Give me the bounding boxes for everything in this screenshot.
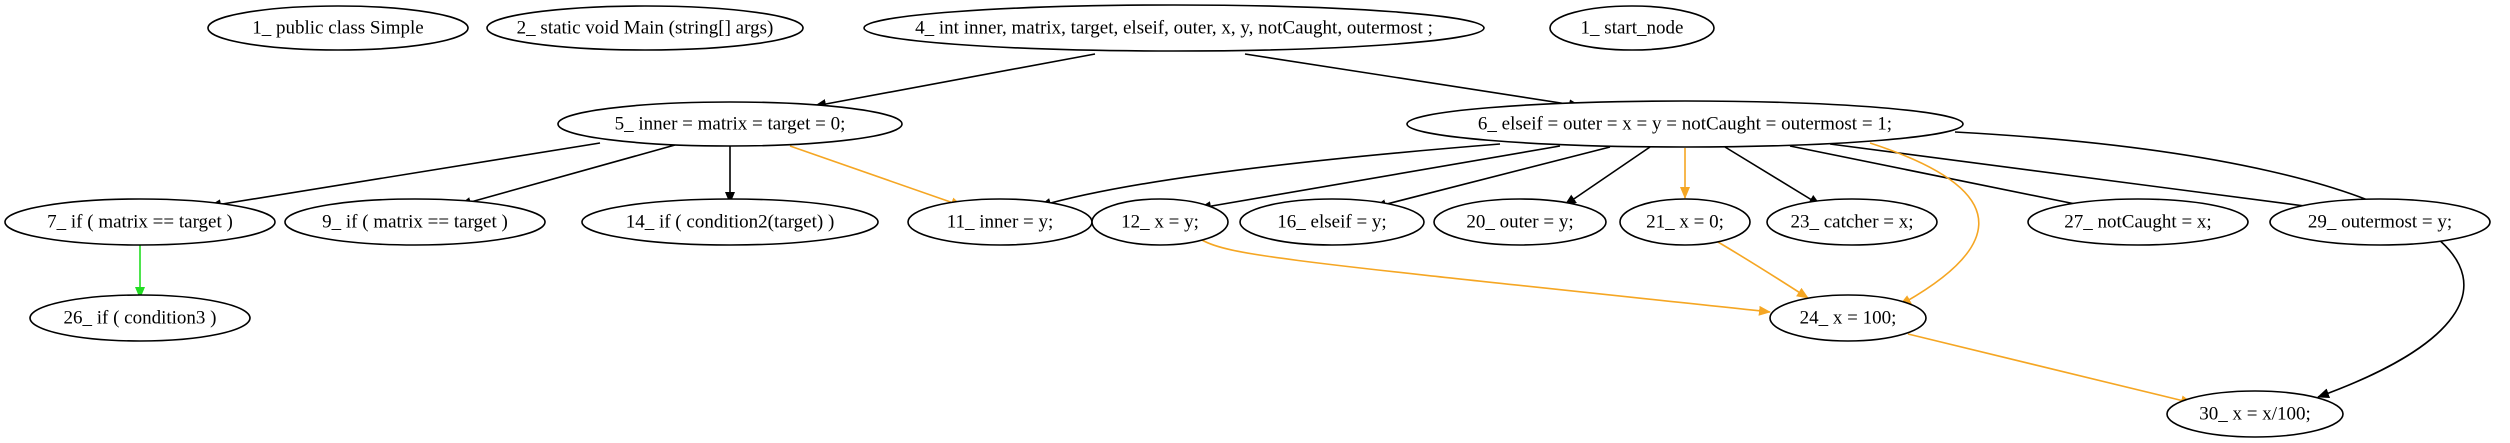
edge-n5-to-n9 bbox=[459, 144, 676, 207]
node-label: 6_ elseif = outer = x = y = notCaught = … bbox=[1478, 114, 1892, 135]
node-start: 1_ start_node bbox=[1549, 5, 1715, 51]
edge-n21-to-n24 bbox=[1717, 241, 1809, 299]
edge-n6-to-n23 bbox=[1724, 146, 1821, 206]
node-30: 30_ x = x/100; bbox=[2166, 390, 2344, 438]
edge-n12-to-n24 bbox=[1201, 239, 1771, 316]
node-7: 7_ if ( matrix == target ) bbox=[4, 198, 276, 246]
node-20: 20_ outer = y; bbox=[1433, 198, 1607, 246]
node-9: 9_ if ( matrix == target ) bbox=[284, 198, 546, 246]
node-14: 14_ if ( condition2(target) ) bbox=[581, 198, 879, 246]
edge-n6-to-n11 bbox=[1039, 143, 1501, 208]
node-label: 26_ if ( condition3 ) bbox=[63, 308, 216, 329]
node-label: 16_ elseif = y; bbox=[1277, 212, 1386, 233]
node-label: 1_ start_node bbox=[1581, 18, 1684, 39]
node-label: 24_ x = 100; bbox=[1800, 308, 1897, 329]
node-label: 20_ outer = y; bbox=[1466, 212, 1573, 233]
node-label: 7_ if ( matrix == target ) bbox=[47, 212, 233, 233]
node-label: 29_ outermost = y; bbox=[2308, 212, 2452, 233]
edge-n6-to-n16 bbox=[1374, 146, 1611, 210]
node-label: 27_ notCaught = x; bbox=[2064, 212, 2211, 233]
node-11: 11_ inner = y; bbox=[907, 198, 1093, 246]
node-label: 23_ catcher = x; bbox=[1790, 212, 1913, 233]
node-label: 1_ public class Simple bbox=[252, 18, 424, 39]
node-27: 27_ notCaught = x; bbox=[2027, 198, 2249, 246]
node-24: 24_ x = 100; bbox=[1769, 294, 1927, 342]
edge-n6-to-n30 bbox=[1954, 131, 2465, 398]
node-label: 9_ if ( matrix == target ) bbox=[322, 212, 508, 233]
edge-n6-to-n20 bbox=[1564, 146, 1651, 206]
node-public-class-simple: 1_ public class Simple bbox=[207, 5, 469, 51]
edge-n6-to-n29 bbox=[1829, 143, 2336, 214]
edge-n24-to-n30 bbox=[1907, 333, 2193, 406]
node-label: 14_ if ( condition2(target) ) bbox=[626, 212, 835, 233]
edge-n6-to-n12 bbox=[1199, 145, 1561, 212]
edge-n5-to-n11 bbox=[789, 145, 963, 208]
node-5: 5_ inner = matrix = target = 0; bbox=[557, 101, 903, 147]
node-6: 6_ elseif = outer = x = y = notCaught = … bbox=[1406, 100, 1964, 148]
edge-n4-to-n5 bbox=[814, 53, 1096, 109]
node-label: 30_ x = x/100; bbox=[2199, 404, 2311, 425]
node-label: 12_ x = y; bbox=[1121, 212, 1199, 233]
node-21: 21_ x = 0; bbox=[1619, 198, 1751, 246]
node-26: 26_ if ( condition3 ) bbox=[29, 294, 251, 342]
edge-n5-to-n7 bbox=[209, 142, 601, 210]
node-label: 2_ static void Main (string[] args) bbox=[517, 18, 774, 39]
node-23: 23_ catcher = x; bbox=[1766, 198, 1938, 246]
node-label: 21_ x = 0; bbox=[1646, 212, 1724, 233]
node-label: 5_ inner = matrix = target = 0; bbox=[615, 114, 846, 135]
node-16: 16_ elseif = y; bbox=[1239, 198, 1425, 246]
node-12: 12_ x = y; bbox=[1091, 198, 1229, 246]
edge-n6-to-n24 bbox=[1869, 142, 1980, 306]
edge-n6-to-n27 bbox=[1789, 145, 2096, 211]
node-label: 4_ int inner, matrix, target, elseif, ou… bbox=[915, 18, 1433, 39]
node-29: 29_ outermost = y; bbox=[2269, 198, 2491, 246]
node-variable-declaration: 4_ int inner, matrix, target, elseif, ou… bbox=[863, 4, 1485, 52]
node-main-method: 2_ static void Main (string[] args) bbox=[486, 5, 804, 51]
node-label: 11_ inner = y; bbox=[947, 212, 1054, 233]
edge-n4-to-n6 bbox=[1244, 53, 1581, 110]
